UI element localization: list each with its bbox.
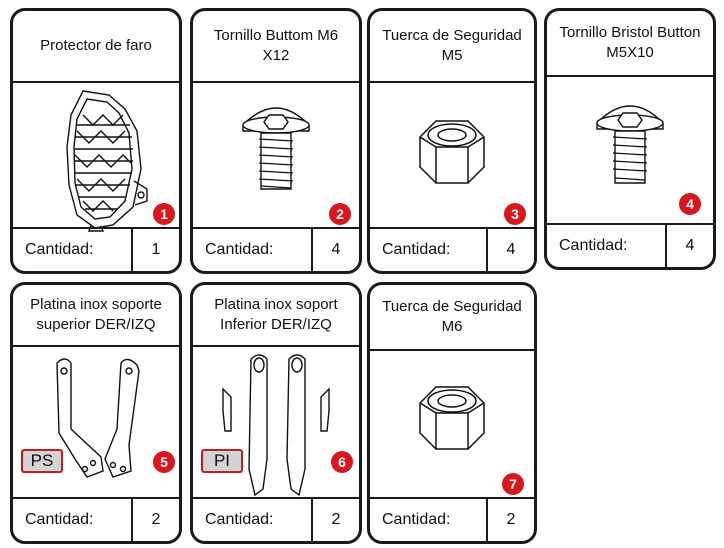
part-title: Tuerca de Seguridad M5 <box>370 11 534 83</box>
quantity-label: Cantidad: <box>13 499 133 541</box>
part-title: Tuerca de Seguridad M6 <box>370 285 534 351</box>
quantity-label: Cantidad: <box>370 229 488 271</box>
part-card-5: Platina inox soporte superior DER/IZQ PS… <box>10 282 182 544</box>
quantity-label: Cantidad: <box>193 499 313 541</box>
quantity-row: Cantidad: 2 <box>193 497 359 541</box>
button-head-screw-icon <box>547 79 713 229</box>
lower-bracket-plates-icon <box>193 349 359 501</box>
quantity-row: Cantidad: 4 <box>547 223 713 267</box>
quantity-row: Cantidad: 4 <box>193 227 359 271</box>
part-number-badge: 1 <box>153 203 175 225</box>
quantity-value: 2 <box>506 511 516 528</box>
part-code-tag: PS <box>21 449 63 473</box>
lock-nut-icon <box>370 353 534 503</box>
quantity-value: 2 <box>331 511 341 528</box>
upper-bracket-plates-icon <box>13 349 179 501</box>
quantity-label: Cantidad: <box>13 229 133 271</box>
quantity-value: 4 <box>331 241 341 258</box>
headlight-protector-icon <box>13 85 179 233</box>
button-head-screw-icon <box>193 85 359 233</box>
quantity-value: 2 <box>151 511 161 528</box>
part-title: Tornillo Buttom M6 X12 <box>193 11 359 83</box>
quantity-value: 1 <box>151 241 161 258</box>
quantity-row: Cantidad: 2 <box>370 497 534 541</box>
part-number-badge: 3 <box>504 203 526 225</box>
quantity-value: 4 <box>685 237 695 254</box>
part-card-3: Tuerca de Seguridad M5 3 Cantidad: 4 <box>367 8 537 274</box>
part-number-badge: 4 <box>679 193 701 215</box>
part-card-6: Platina inox soport Inferior DER/IZQ PI … <box>190 282 362 544</box>
part-card-7: Tuerca de Seguridad M6 7 Cantidad: 2 <box>367 282 537 544</box>
quantity-row: Cantidad: 2 <box>13 497 179 541</box>
lock-nut-icon <box>370 85 534 233</box>
part-title: Platina inox soport Inferior DER/IZQ <box>193 285 359 347</box>
part-number-badge: 6 <box>331 451 353 473</box>
part-card-1: Protector de faro 1 Cantidad: 1 <box>10 8 182 274</box>
part-number-badge: 7 <box>502 473 524 495</box>
quantity-label: Cantidad: <box>370 499 488 541</box>
quantity-row: Cantidad: 4 <box>370 227 534 271</box>
part-card-4: Tornillo Bristol Button M5X10 4 Cantidad… <box>544 8 716 270</box>
part-card-2: Tornillo Buttom M6 X12 2 Cantidad: 4 <box>190 8 362 274</box>
quantity-value: 4 <box>506 241 516 258</box>
part-title: Tornillo Bristol Button M5X10 <box>547 11 713 77</box>
part-title: Platina inox soporte superior DER/IZQ <box>13 285 179 347</box>
part-number-badge: 2 <box>329 203 351 225</box>
quantity-label: Cantidad: <box>547 225 667 267</box>
quantity-row: Cantidad: 1 <box>13 227 179 271</box>
part-title: Protector de faro <box>13 11 179 83</box>
part-code-tag: PI <box>201 449 243 473</box>
part-number-badge: 5 <box>153 451 175 473</box>
quantity-label: Cantidad: <box>193 229 313 271</box>
